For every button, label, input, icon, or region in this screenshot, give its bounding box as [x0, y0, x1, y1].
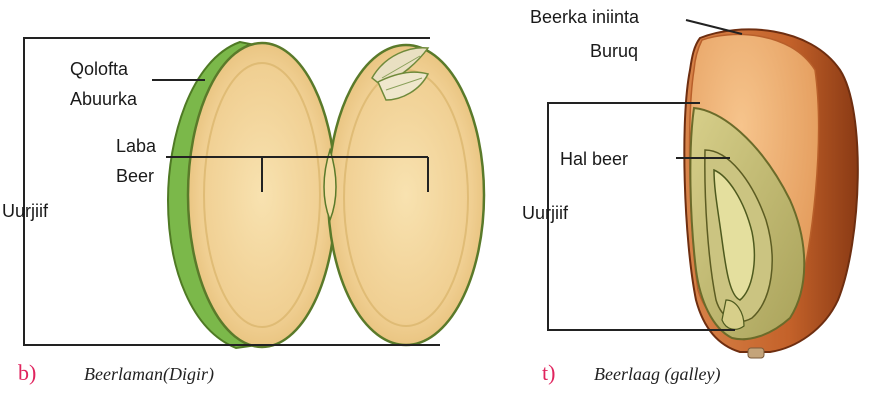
label-endosperm: Buruq — [590, 40, 638, 62]
bean-seed — [168, 42, 484, 348]
caption-text-right: Beerlaag (galley) — [594, 364, 720, 385]
label-seed-leaf: Beerka iniinta — [530, 6, 639, 28]
seed-leaf-pointer — [686, 20, 742, 34]
tip-cap — [748, 348, 764, 358]
caption-letter-left: b) — [18, 360, 36, 386]
left-cotyledon-shape — [188, 43, 336, 347]
caption-text-left: Beerlaman(Digir) — [84, 364, 214, 385]
label-cotyledon-2: Beer — [116, 165, 154, 187]
label-seed-coat-1: Qolofta — [70, 58, 128, 80]
label-seed-coat-2: Abuurka — [70, 88, 137, 110]
caption-letter-right: t) — [542, 360, 555, 386]
label-cotyledon-single: Hal beer — [560, 148, 628, 170]
label-right-embryo: Uurjiif — [522, 202, 568, 224]
maize-grain — [684, 29, 857, 358]
label-cotyledon-1: Laba — [116, 135, 156, 157]
label-left-embryo: Uurjiif — [2, 200, 48, 222]
